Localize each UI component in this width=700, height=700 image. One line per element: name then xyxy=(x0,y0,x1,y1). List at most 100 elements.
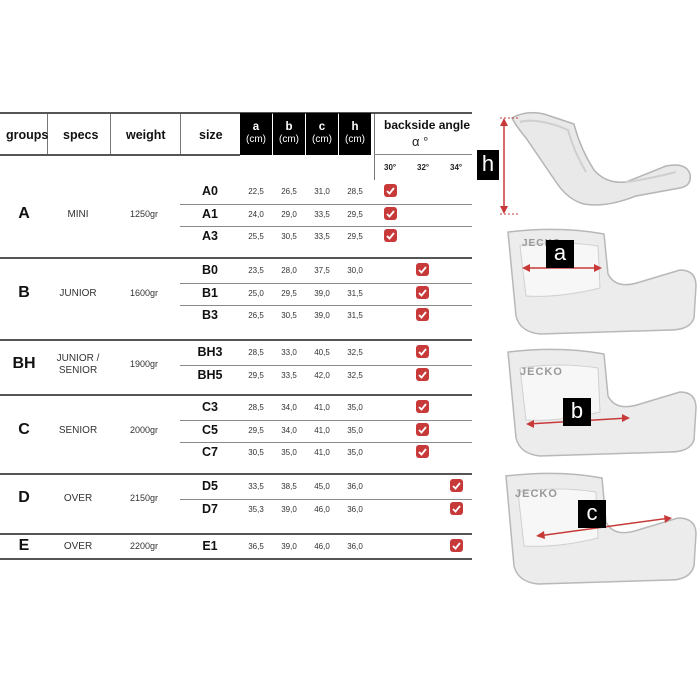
group-divider xyxy=(0,533,472,535)
size-value: A0 xyxy=(202,184,218,199)
group-divider xyxy=(0,339,472,341)
spec-label: OVER xyxy=(63,541,93,553)
dim-c-value: 33,5 xyxy=(314,232,330,242)
col-unit: (cm) xyxy=(312,134,332,145)
row-divider xyxy=(180,364,472,366)
header-col-a: a (cm) xyxy=(240,113,272,155)
check-icon xyxy=(416,422,429,436)
dim-c-value: 37,5 xyxy=(314,266,330,276)
weight-value: 1600gr xyxy=(129,287,159,298)
dim-h-value: 36,0 xyxy=(347,482,363,492)
dim-c-value: 45,0 xyxy=(314,482,330,492)
weight-value: 2150gr xyxy=(129,492,159,503)
header-bottom-rule xyxy=(0,154,240,156)
dim-h-value: 29,5 xyxy=(347,232,363,242)
check-icon xyxy=(416,400,429,414)
col-letter: h xyxy=(351,121,359,133)
check-icon xyxy=(450,479,463,493)
row-divider xyxy=(180,282,472,284)
dim-a-value: 24,0 xyxy=(248,209,264,219)
weight-value: 1900gr xyxy=(129,358,159,369)
dim-h-value: 31,5 xyxy=(347,288,363,298)
dim-a-value: 25,0 xyxy=(248,288,264,298)
header-divider xyxy=(110,114,111,154)
header-specs: specs xyxy=(63,128,99,142)
spec-label: MINI xyxy=(67,208,89,220)
dim-a-value: 26,5 xyxy=(248,311,264,321)
weight-value: 2000gr xyxy=(129,424,159,435)
dim-c-value: 40,5 xyxy=(314,348,330,358)
size-value: D7 xyxy=(202,501,218,516)
dim-a-value: 29,5 xyxy=(248,370,264,380)
check-icon xyxy=(416,345,429,359)
check-icon xyxy=(416,263,429,277)
header-col-h: h (cm) xyxy=(339,113,371,155)
dim-b-value: 33,5 xyxy=(281,370,297,380)
brand-logo: JECKO xyxy=(515,488,558,500)
dim-h-value: 29,5 xyxy=(347,209,363,219)
group-label: D xyxy=(18,488,30,506)
col-unit: (cm) xyxy=(279,134,299,145)
header-divider xyxy=(47,114,48,154)
row-divider xyxy=(180,305,472,306)
dim-c-value: 33,5 xyxy=(314,209,330,219)
size-value: BH5 xyxy=(197,367,223,382)
col-unit: (cm) xyxy=(345,134,365,145)
dim-b-value: 33,0 xyxy=(281,348,297,358)
check-icon xyxy=(416,367,429,381)
angle-30: 30° xyxy=(384,163,397,172)
spec-label: JUNIOR / xyxy=(56,352,100,364)
table-bottom-rule xyxy=(0,558,472,560)
angle-rule xyxy=(374,154,472,155)
spec-label: JUNIOR xyxy=(59,287,97,299)
dim-c-value: 39,0 xyxy=(314,311,330,321)
col-letter: a xyxy=(252,121,260,133)
group-label: A xyxy=(18,204,30,222)
weight-value: 1250gr xyxy=(129,208,159,219)
seat-front-image-b xyxy=(507,348,697,457)
dim-c-value: 41,0 xyxy=(314,448,330,458)
dim-a-value: 33,5 xyxy=(248,482,264,492)
col-unit: (cm) xyxy=(246,134,266,145)
group-label: BH xyxy=(12,354,36,372)
row-divider xyxy=(180,203,472,205)
group-divider xyxy=(0,473,472,475)
check-icon xyxy=(416,285,429,299)
col-letter: b xyxy=(285,121,293,133)
dim-a-value: 22,5 xyxy=(248,187,264,197)
dim-a-value: 23,5 xyxy=(248,266,264,276)
check-icon xyxy=(384,229,397,243)
check-icon xyxy=(450,501,463,515)
header-col-c: c (cm) xyxy=(306,113,338,155)
dim-c-value: 41,0 xyxy=(314,403,330,413)
dim-b-value: 39,0 xyxy=(281,542,297,552)
size-value: B3 xyxy=(202,308,218,323)
dim-b-value: 29,5 xyxy=(281,288,297,298)
dimension-label-b: b xyxy=(563,398,591,426)
size-value: E1 xyxy=(202,539,218,554)
spec-label: OVER xyxy=(63,492,93,504)
dim-b-value: 39,0 xyxy=(281,504,297,514)
check-icon xyxy=(416,445,429,459)
header-alpha: α ° xyxy=(412,134,429,149)
group-label: B xyxy=(18,283,30,301)
dimension-label-a: a xyxy=(546,240,574,268)
angle-32: 32° xyxy=(417,163,430,172)
size-value: A3 xyxy=(202,229,218,244)
header-backside-angle: backside angle xyxy=(384,118,471,132)
col-letter: c xyxy=(318,121,326,133)
dim-a-value: 29,5 xyxy=(248,425,264,435)
dim-b-value: 30,5 xyxy=(281,311,297,321)
header-divider xyxy=(180,114,181,154)
dim-h-value: 35,0 xyxy=(347,448,363,458)
dim-b-value: 30,5 xyxy=(281,232,297,242)
dim-h-value: 36,0 xyxy=(347,542,363,552)
dim-b-value: 28,0 xyxy=(281,266,297,276)
check-icon xyxy=(450,539,463,553)
check-icon xyxy=(416,308,429,322)
dim-h-value: 30,0 xyxy=(347,266,363,276)
dim-c-value: 42,0 xyxy=(314,370,330,380)
dim-a-value: 25,5 xyxy=(248,232,264,242)
row-divider xyxy=(180,498,472,500)
dim-c-value: 41,0 xyxy=(314,425,330,435)
